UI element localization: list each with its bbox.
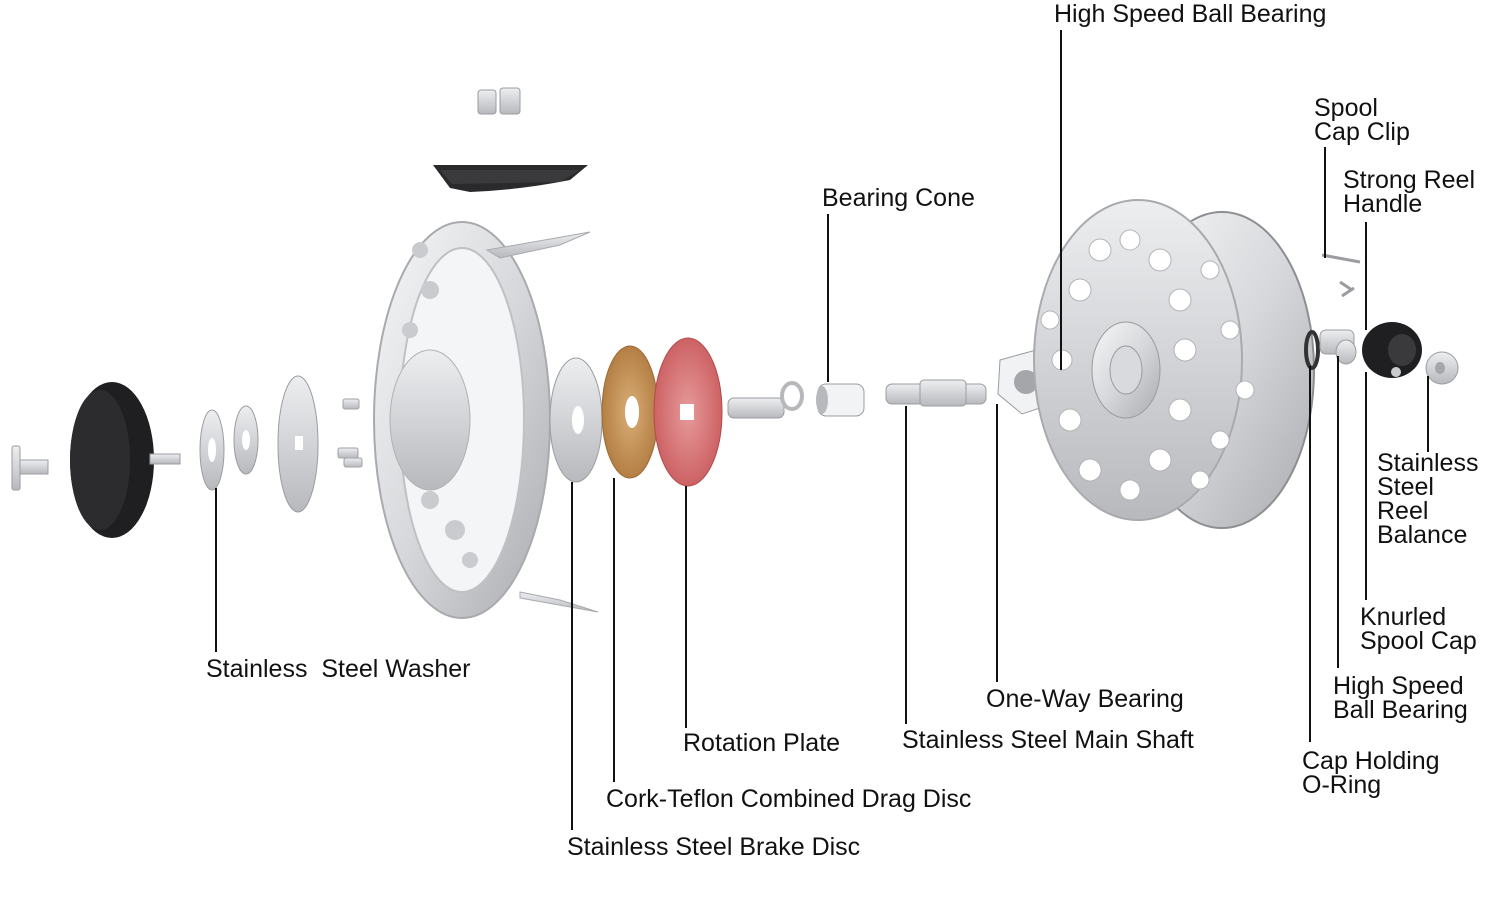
label-stainless-steel-washer: Stainless Steel Washer xyxy=(206,655,471,683)
reel-balance-part xyxy=(1425,351,1459,385)
spool-cap-clip-part xyxy=(1321,253,1361,298)
right-ball-bearing xyxy=(1319,329,1357,365)
label-bearing-cone: Bearing Cone xyxy=(822,184,975,212)
reel-frame xyxy=(373,221,599,619)
frame-pins xyxy=(337,398,363,468)
spool xyxy=(1033,199,1315,529)
label-knurled-spool-cap: Knurled Spool Cap xyxy=(1360,603,1477,655)
o-ring xyxy=(1304,330,1320,370)
rotation-plate-disc xyxy=(653,337,723,487)
black-knob xyxy=(70,382,181,538)
label-cap-holding-o-ring: Cap Holding O-Ring xyxy=(1302,747,1440,799)
handle-screw xyxy=(11,445,49,491)
knurled-spool-cap-part xyxy=(1362,322,1422,378)
label-stainless-steel-reel-balance: Stainless Steel Reel Balance xyxy=(1377,449,1479,549)
cork-teflon-disc xyxy=(601,345,659,479)
label-stainless-steel-brake-disc: Stainless Steel Brake Disc xyxy=(567,833,861,861)
bearing-cone-part xyxy=(816,383,865,417)
label-stainless-steel-main-shaft: Stainless Steel Main Shaft xyxy=(902,726,1194,754)
label-strong-reel-handle: Strong Reel Handle xyxy=(1343,166,1476,218)
reel-foot xyxy=(433,165,588,192)
label-one-way-bearing: One-Way Bearing xyxy=(986,685,1184,713)
brake-disc xyxy=(549,357,603,483)
label-cork-teflon-drag-disc: Cork-Teflon Combined Drag Disc xyxy=(606,785,972,813)
bushing xyxy=(727,381,804,419)
label-high-speed-ball-bearing-top: High Speed Ball Bearing xyxy=(1054,0,1327,28)
washers xyxy=(199,375,319,513)
main-shaft xyxy=(885,379,987,407)
label-high-speed-ball-bearing-bottom: High Speed Ball Bearing xyxy=(1333,672,1468,724)
leader-lines xyxy=(215,30,1429,830)
frame-rivets xyxy=(477,87,521,115)
label-rotation-plate: Rotation Plate xyxy=(683,729,841,757)
label-spool-cap-clip: Spool Cap Clip xyxy=(1314,94,1410,146)
